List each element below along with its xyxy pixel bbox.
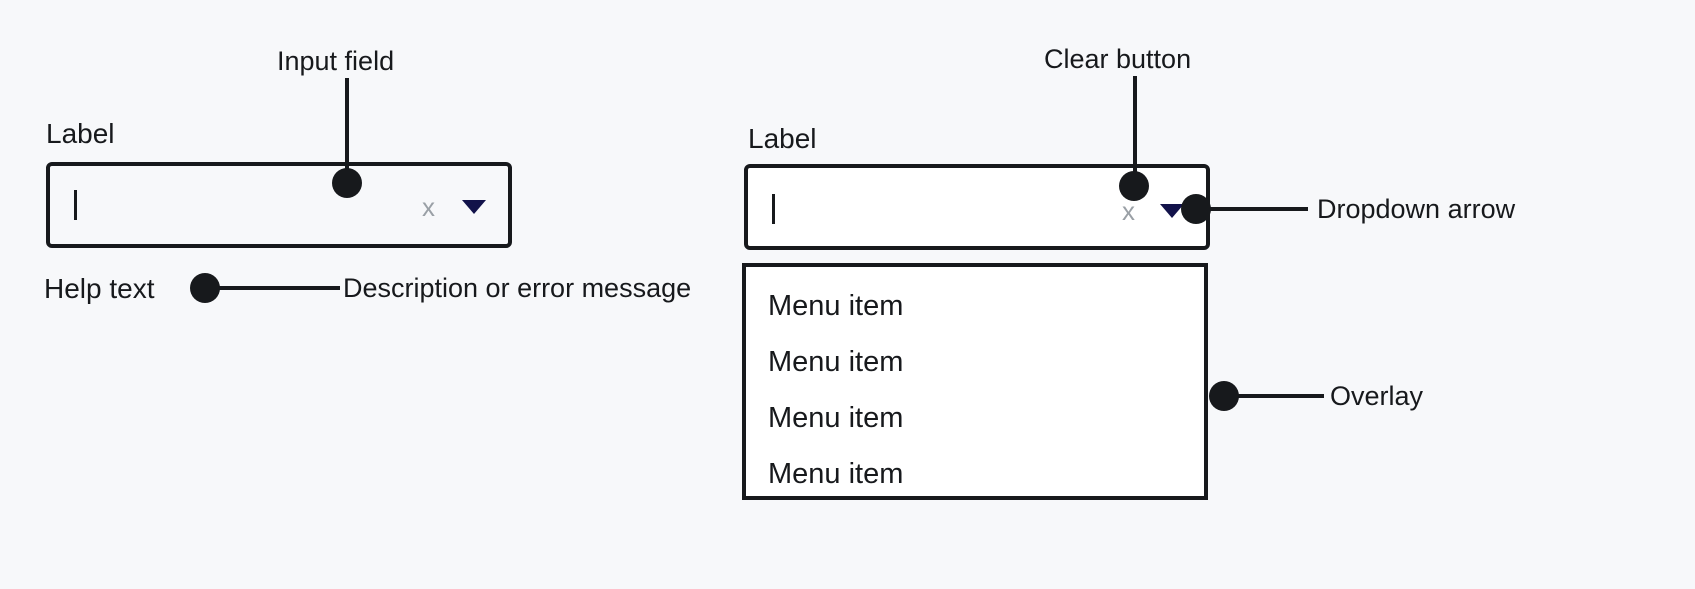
left-input-field[interactable]: x bbox=[46, 162, 512, 248]
right-input-field[interactable]: x bbox=[744, 164, 1210, 250]
menu-item[interactable]: Menu item bbox=[768, 402, 904, 434]
annotation-leader-input-field bbox=[345, 78, 349, 188]
chevron-down-icon[interactable] bbox=[462, 200, 486, 214]
text-caret-icon bbox=[772, 194, 775, 224]
menu-item[interactable]: Menu item bbox=[768, 290, 904, 322]
clear-icon[interactable]: x bbox=[422, 192, 435, 222]
annotation-leader-help-text bbox=[205, 286, 340, 290]
dropdown-overlay[interactable]: Menu item Menu item Menu item Menu item bbox=[742, 263, 1208, 500]
annotation-label-overlay: Overlay bbox=[1330, 381, 1424, 411]
menu-item[interactable]: Menu item bbox=[768, 346, 904, 378]
annotation-dot-overlay bbox=[1209, 381, 1239, 411]
menu-item[interactable]: Menu item bbox=[768, 458, 904, 490]
annotation-label-help-text: Description or error message bbox=[343, 273, 692, 303]
annotation-leader-dropdown-arrow bbox=[1196, 207, 1308, 211]
annotation-dot-input-field bbox=[332, 168, 362, 198]
chevron-down-icon[interactable] bbox=[1160, 204, 1184, 218]
annotation-label-input-field: Input field bbox=[277, 46, 395, 76]
annotation-leader-overlay bbox=[1224, 394, 1324, 398]
annotation-leader-clear-button bbox=[1133, 76, 1137, 186]
left-help-text: Help text bbox=[44, 273, 155, 304]
annotation-dot-dropdown-arrow bbox=[1181, 194, 1211, 224]
text-caret-icon bbox=[74, 190, 77, 220]
annotation-label-clear-button: Clear button bbox=[1044, 44, 1192, 74]
right-field-label: Label bbox=[748, 123, 817, 154]
annotation-dot-clear-button bbox=[1119, 171, 1149, 201]
annotation-dot-help-text bbox=[190, 273, 220, 303]
annotation-label-dropdown-arrow: Dropdown arrow bbox=[1317, 194, 1516, 224]
left-field-label: Label bbox=[46, 118, 115, 149]
clear-icon[interactable]: x bbox=[1122, 196, 1135, 226]
